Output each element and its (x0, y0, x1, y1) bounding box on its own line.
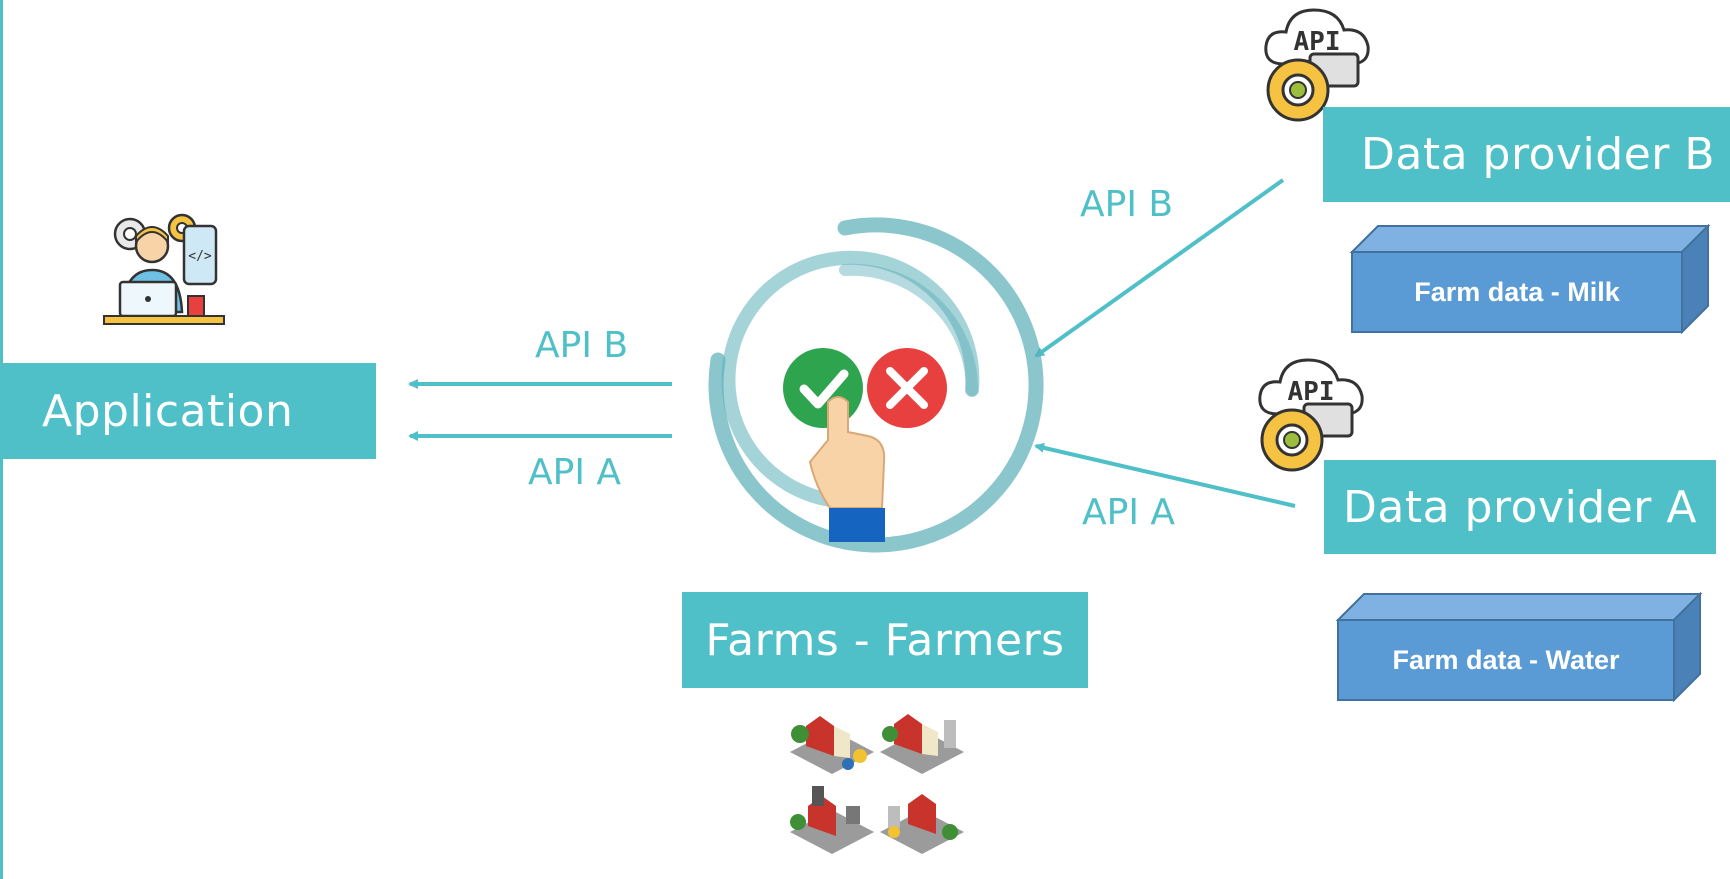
dataset-label-water: Farm data - Water (1392, 644, 1620, 675)
edge-label-right-top: API B (1080, 184, 1174, 225)
edge-label-right-bottom: API A (1082, 492, 1176, 533)
data-provider-a-box: Data provider A (1324, 460, 1716, 554)
edge-label-left-top: API B (535, 325, 629, 366)
developer-laptop-icon: </> (103, 213, 225, 325)
data-provider-b-box: Data provider B (1323, 107, 1730, 202)
api-cloud-server-gear-icon: API (1264, 8, 1370, 122)
api-cloud-server-gear-icon: API (1258, 358, 1364, 472)
dataset-cube-water (1335, 591, 1703, 703)
svg-text:</>: </> (188, 249, 212, 264)
dataset-cube-milk (1349, 223, 1711, 335)
edge-label-left-bottom: API A (528, 452, 622, 493)
dataset-label-milk: Farm data - Milk (1414, 276, 1620, 307)
farm-buildings-icon (790, 714, 964, 854)
pointing-hand-icon (808, 396, 886, 509)
application-box: Application (0, 363, 376, 459)
check-icon (783, 348, 863, 428)
api-icon-text: API (1294, 27, 1341, 57)
farms-farmers-box: Farms - Farmers (682, 592, 1088, 688)
arrow-provider-a-to-center (1034, 442, 1296, 508)
approve-reject-consent-icon (708, 217, 1044, 553)
api-icon-text: API (1288, 377, 1335, 407)
sleeve-cuff (829, 508, 885, 542)
arrow-provider-b-to-center (1034, 178, 1285, 358)
